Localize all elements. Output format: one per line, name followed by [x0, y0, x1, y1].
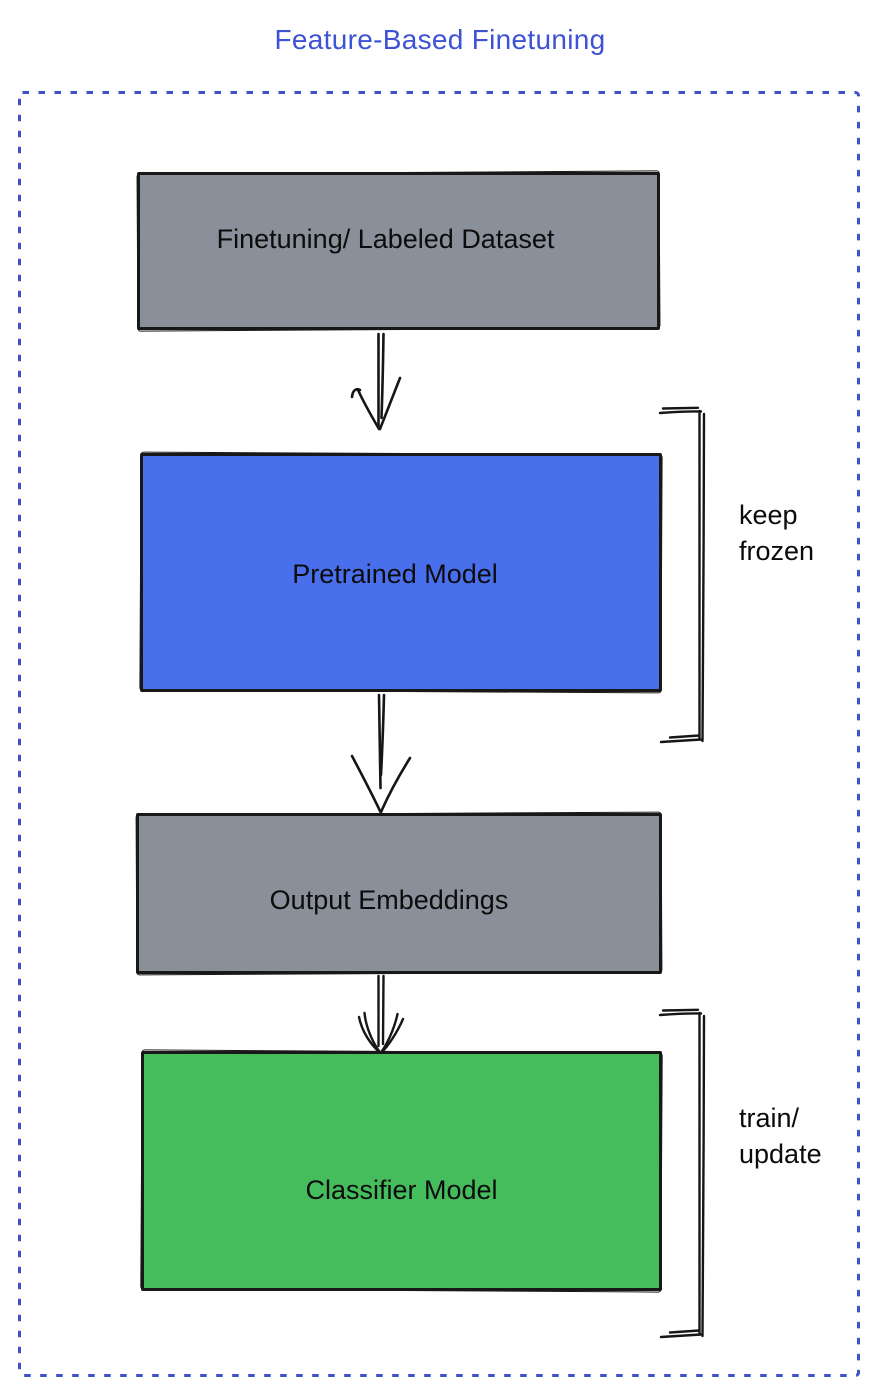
node-label-output-embeddings: Output Embeddings	[269, 885, 509, 915]
node-output-embeddings: Output Embeddings	[136, 813, 662, 974]
node-label-pretrained-model: Pretrained Model	[292, 559, 498, 589]
node-label-classifier-model: Classifier Model	[305, 1174, 498, 1205]
diagram-title: Feature-Based Finetuning	[274, 24, 606, 55]
bracket-keep-frozen-icon	[658, 406, 706, 744]
bracket-train-update-icon	[658, 1008, 706, 1339]
arrow-embeddings-to-classifier-icon	[357, 974, 405, 1054]
arrow-dataset-to-pretrained-icon	[350, 332, 402, 431]
annotation-train-update: train/ update	[739, 1103, 822, 1169]
node-finetuning-labeled-dataset: Finetuning/ Labeled Dataset	[137, 172, 660, 330]
node-pretrained-model: Pretrained Model	[140, 453, 662, 692]
arrow-pretrained-to-embeddings-icon	[350, 693, 412, 814]
node-classifier-model: Classifier Model	[141, 1051, 662, 1291]
node-label-finetuning-labeled-dataset: Finetuning/ Labeled Dataset	[216, 223, 555, 254]
annotation-keep-frozen: keep frozen	[739, 500, 815, 566]
